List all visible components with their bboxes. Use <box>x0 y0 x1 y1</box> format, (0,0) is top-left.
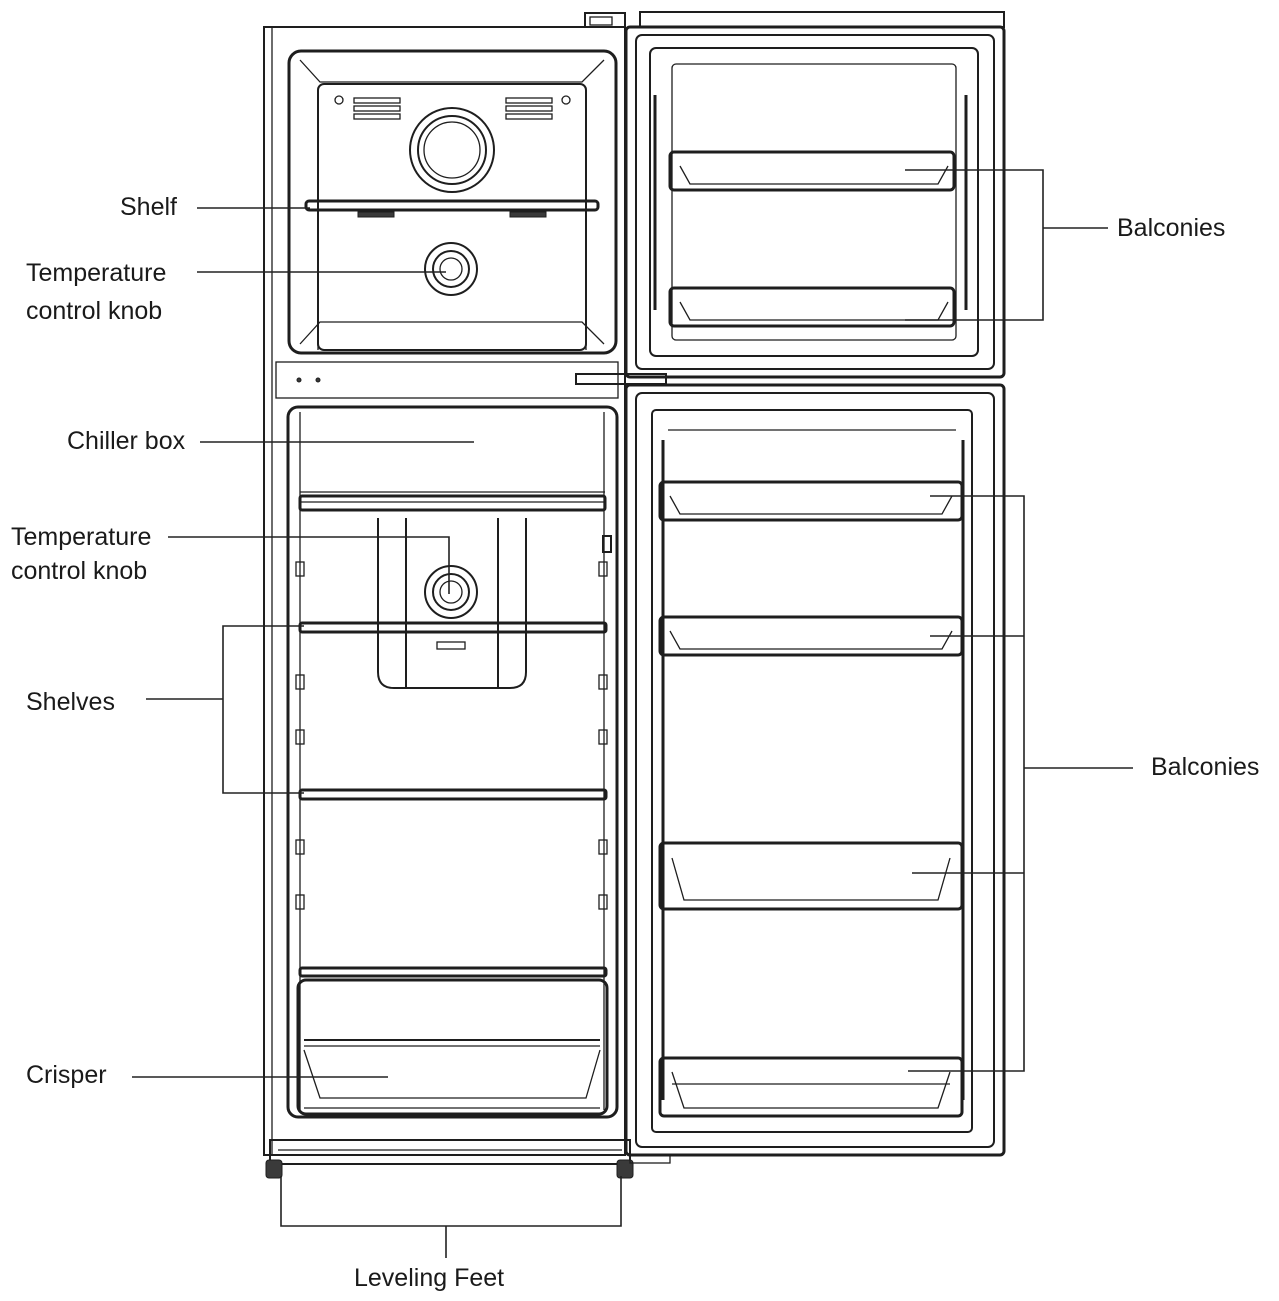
freezer-balcony-2 <box>668 286 956 328</box>
label-shelf: Shelf <box>120 193 177 221</box>
fridge-door <box>624 383 1006 1164</box>
label-fridge-knob-line2: control knob <box>11 557 148 585</box>
freezer-vent-right <box>505 97 553 120</box>
fridge-compartment <box>286 405 619 1119</box>
freezer-vent-left <box>353 97 401 120</box>
leveling-feet <box>265 1159 634 1179</box>
freezer-knob-icon <box>424 242 478 296</box>
label-freezer-knob-line2: control knob <box>26 297 163 325</box>
freezer-balcony-1 <box>668 150 956 192</box>
label-crisper: Crisper <box>26 1061 107 1089</box>
leader-lines <box>132 169 1133 1258</box>
freezer-door <box>575 11 1006 385</box>
label-upper-balconies: Balconies <box>1117 214 1226 242</box>
fridge-shelf-1 <box>298 621 608 634</box>
fridge-balcony-2 <box>658 615 964 657</box>
freezer-shelf <box>304 199 600 212</box>
chiller-box <box>298 494 607 512</box>
fridge-balcony-1 <box>658 480 964 522</box>
freezer-fan-icon <box>409 107 495 193</box>
shelf-supports-left <box>295 561 305 910</box>
shelf-supports-right <box>598 561 608 910</box>
fridge-shelf-2 <box>298 788 608 801</box>
fridge-balcony-3 <box>658 841 964 911</box>
freezer-compartment <box>287 49 618 355</box>
fridge-knob-icon <box>424 565 478 619</box>
crisper <box>296 978 609 1116</box>
label-freezer-knob-line1: Temperature <box>26 259 167 287</box>
fridge-balcony-4 <box>658 1056 964 1118</box>
label-lower-balconies: Balconies <box>1151 753 1260 781</box>
label-fridge-knob-line1: Temperature <box>11 523 152 551</box>
label-shelves: Shelves <box>26 688 115 716</box>
label-chiller-box: Chiller box <box>67 427 186 455</box>
label-leveling-feet: Leveling Feet <box>354 1264 505 1292</box>
